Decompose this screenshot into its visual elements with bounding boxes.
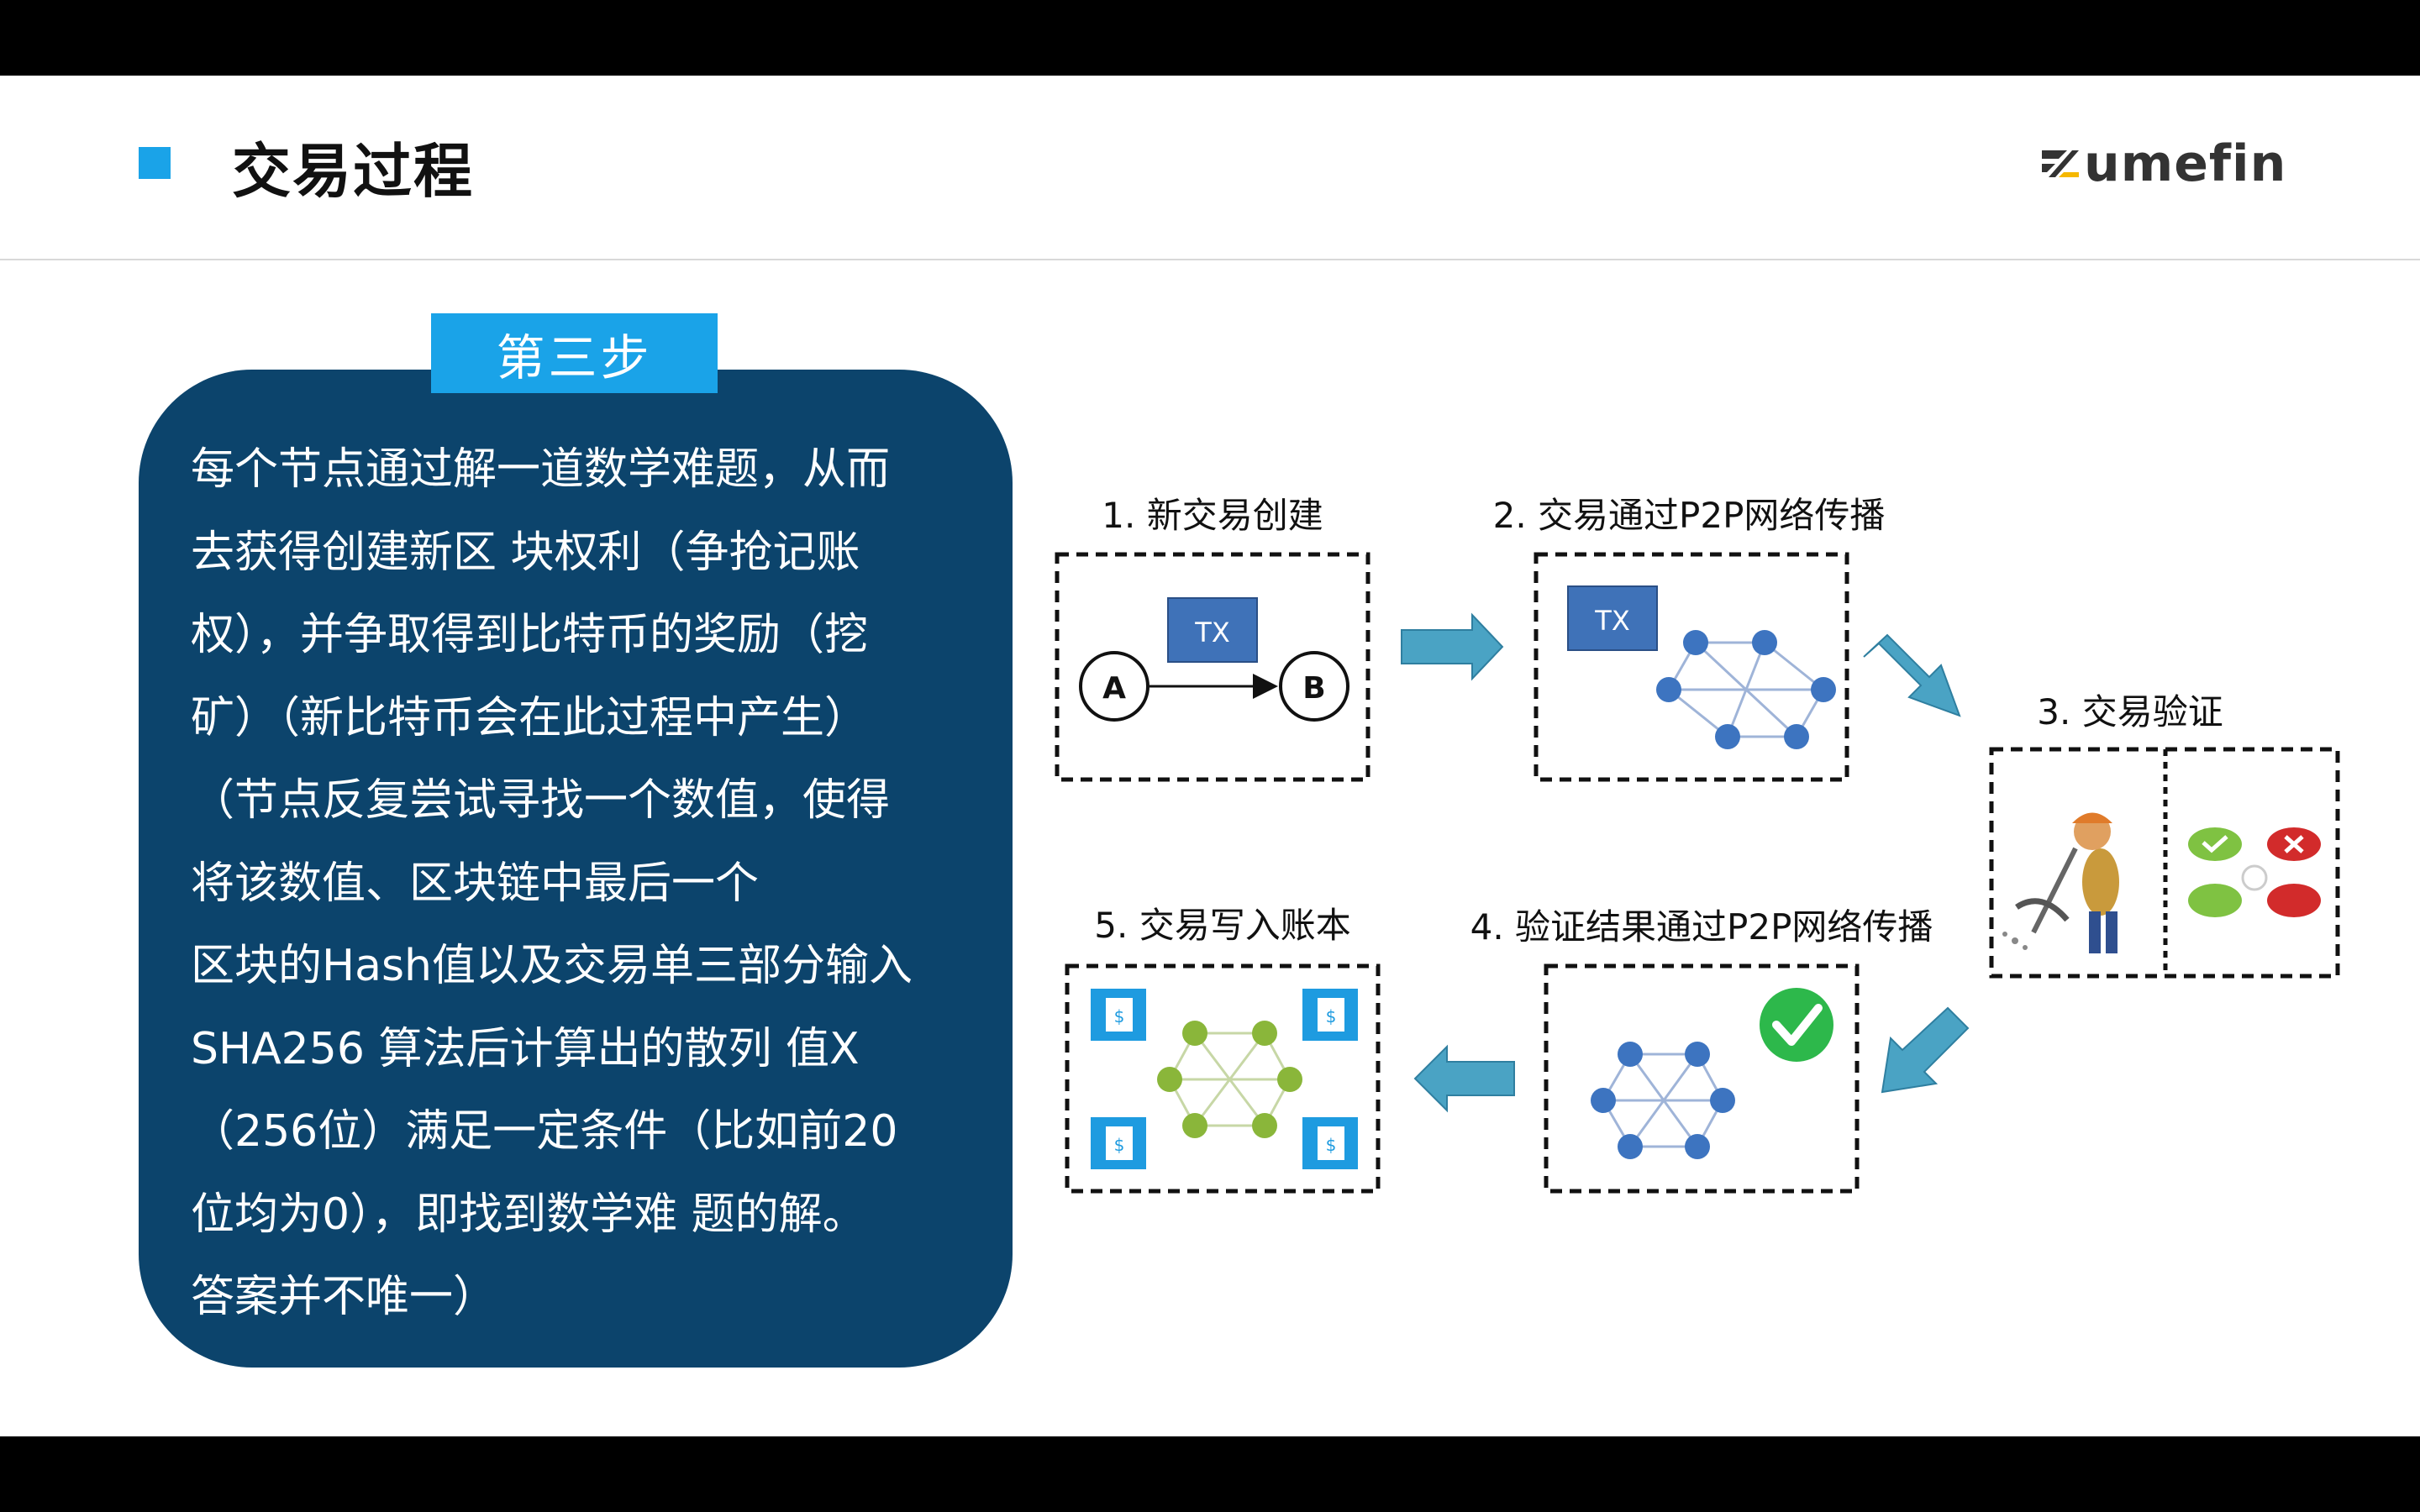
panel-line: （256位）满足一定条件（比如前20 [191,1106,898,1157]
p2p-network-icon [1667,641,1825,738]
p2p-network-icon [1602,1053,1724,1148]
ledger-icon: $ [1091,1117,1146,1169]
check-icon [1760,988,1833,1062]
header-divider [0,259,2420,260]
step-tag: 第三步 [431,313,718,393]
tx-block [1167,597,1258,663]
panel-line: 位均为0），即找到数学难 题的解。 [191,1189,866,1240]
brand-logo: umefin [2042,134,2286,193]
step-1-label: 1. 新交易创建 [1102,495,1323,536]
ledger-icon: $ [1302,1117,1358,1169]
tx-block [1567,585,1658,651]
title-marker [139,147,171,179]
ledger-icon: $ [1091,989,1146,1041]
step-4-label: 4. 验证结果通过P2P网络传播 [1470,906,1933,948]
panel-line: 将该数值、区块链中最后一个 [191,858,760,909]
p2p-network-icon [1168,1032,1292,1127]
panel-line: 矿）（新比特币会在此过程中产生） [191,692,869,743]
slide: 交易过程 umefin 第三步 每个节点通过解一道数学难题，从而 去获得创建新区… [0,76,2420,1436]
panel-line: 去获得创建新区 块权利（争抢记账 [191,527,860,578]
node-b-label: B [1302,671,1325,706]
panel-line: 区块的Hash值以及交易单三部分输入 [191,941,913,991]
flow-arrow-right-icon [1401,612,1504,681]
flow-arrow-left-icon [1413,1044,1515,1113]
network-nodes [1157,1021,1302,1138]
panel-line: SHA256 算法后计算出的散列 值X [191,1023,860,1074]
svg-text:$: $ [1114,1006,1125,1026]
node-a [1079,651,1150,722]
panel-line: 每个节点通过解一道数学难题，从而 [191,444,891,495]
svg-text:$: $ [1326,1135,1337,1155]
flow-arrow-down-left-icon [1881,1006,1970,1094]
ledger-icon: $ [1302,989,1358,1041]
step-2-label: 2. 交易通过P2P网络传播 [1493,495,1886,536]
step-4-box [1544,963,1860,1194]
node-a-label: A [1102,671,1126,706]
step-1-box: TX A B [1055,552,1370,782]
logo-mark-icon [2042,150,2079,177]
flow-arrow-down-right-icon [1863,633,1961,717]
step-2-box: TX [1534,552,1849,782]
approve-reject-buttons-icon [2188,827,2321,917]
step-5-box: $ $ $ $ [1065,963,1381,1194]
panel-line: 权），并争取得到比特币的奖励（挖 [191,610,869,660]
tx-label: TX [1194,617,1229,648]
logo-text: umefin [2084,134,2287,193]
svg-text:$: $ [1114,1135,1125,1155]
network-nodes [1591,1042,1735,1159]
step-3-box [1989,747,2340,979]
step-5-label: 5. 交易写入账本 [1094,905,1350,946]
node-b [1279,651,1349,722]
explanation-panel: 每个节点通过解一道数学难题，从而 去获得创建新区 块权利（争抢记账 权），并争取… [139,370,1013,1368]
panel-line: （节点反复尝试寻找一个数值，使得 [191,775,891,826]
panel-line: 答案并不唯一） [191,1272,497,1322]
step-3-label: 3. 交易验证 [2037,691,2223,732]
svg-text:$: $ [1326,1006,1337,1026]
page-title: 交易过程 [232,137,474,206]
miner-icon [2002,812,2119,953]
tx-label: TX [1594,605,1629,637]
network-nodes [1656,630,1836,749]
